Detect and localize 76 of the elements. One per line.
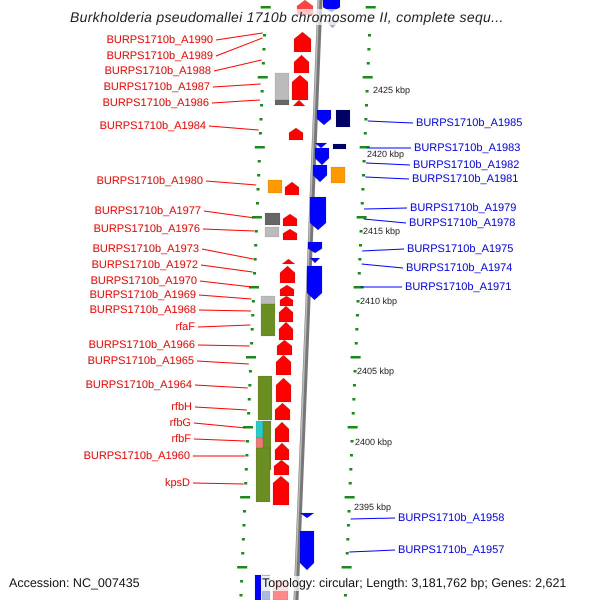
- leader-line: [360, 286, 402, 288]
- gene-label: BURPS1710b_A1971: [405, 280, 512, 294]
- leader-line: [194, 438, 246, 442]
- gene-label: BURPS1710b_A1987: [104, 80, 210, 94]
- leader-line: [364, 176, 410, 180]
- gene-label: BURPS1710b_A1978: [409, 216, 516, 230]
- leader-line: [366, 162, 410, 166]
- gene-label: BURPS1710b_A1964: [86, 378, 192, 392]
- leader-line: [202, 248, 254, 260]
- genome-summary-text: Topology: circular; Length: 3,181,762 bp; Genes: 2,621: [262, 576, 566, 591]
- gene-label: BURPS1710b_A1982: [413, 158, 520, 172]
- gene-label: BURPS1710b_A1988: [104, 64, 211, 78]
- scale-label: 2425 kbp: [373, 85, 410, 96]
- map-title: Burkholderia pseudomallei 1710b chromosome II, complete sequ...: [70, 9, 504, 25]
- gene-label: BURPS1710b_A1980: [96, 174, 203, 188]
- leader-line: [194, 422, 247, 428]
- gene-label: BURPS1710b_A1985: [416, 116, 522, 130]
- scale-label: 2410 kbp: [360, 296, 398, 307]
- leader-line: [367, 120, 414, 124]
- gene-label: BURPS1710b_A1957: [398, 543, 504, 557]
- leader-line: [216, 38, 263, 56]
- leader-line: [362, 248, 404, 252]
- gene-label: BURPS1710b_A1986: [102, 96, 209, 110]
- leader-line: [361, 264, 404, 268]
- gene-label: BURPS1710b_A1976: [94, 222, 200, 236]
- leader-line: [194, 406, 248, 410]
- leader-line: [206, 180, 257, 186]
- leader-line: [348, 550, 396, 552]
- leader-line: [350, 518, 396, 520]
- leader-line: [198, 324, 251, 328]
- gene-label: rfbG: [170, 416, 191, 430]
- gene-label: BURPS1710b_A1989: [106, 49, 213, 63]
- gene-label: BURPS1710b_A1970: [90, 274, 197, 288]
- scale-label: 2400 kbp: [355, 437, 392, 448]
- leader-line: [363, 218, 406, 224]
- accession-text: Accession: NC_007435: [9, 576, 140, 591]
- leader-line: [198, 344, 250, 346]
- scale-label: 2405 kbp: [357, 366, 394, 377]
- gene-label: kpsD: [164, 476, 190, 490]
- gene-label: BURPS1710b_A1981: [412, 172, 518, 186]
- gene-label: BURPS1710b_A1968: [90, 303, 196, 317]
- gene-label: BURPS1710b_A1977: [94, 204, 201, 218]
- leader-line: [200, 280, 252, 288]
- gene-label: BURPS1710b_A1965: [88, 354, 194, 368]
- scale-label: 2415 kbp: [363, 226, 400, 237]
- leader-line: [212, 100, 260, 104]
- gene-label: BURPS1710b_A1966: [88, 338, 195, 352]
- gene-label: BURPS1710b_A1983: [414, 141, 520, 155]
- gene-label: rfaF: [175, 320, 195, 334]
- gene-label: BURPS1710b_A1972: [92, 258, 198, 272]
- gene-label: rfbH: [171, 400, 192, 414]
- leader-line: [208, 126, 260, 130]
- leader-line: [204, 210, 256, 218]
- leader-line: [212, 84, 261, 88]
- scale-label: 2395 kbp: [354, 502, 392, 513]
- gene-label: BURPS1710b_A1984: [100, 119, 206, 133]
- gene-label: BURPS1710b_A1975: [407, 242, 514, 256]
- gene-label: BURPS1710b_A1973: [92, 242, 199, 256]
- leader-line: [364, 208, 408, 210]
- leader-line: [214, 60, 262, 72]
- gene-label: BURPS1710b_A1979: [410, 201, 516, 215]
- leader-line: [200, 264, 254, 272]
- gene-label: BURPS1710b_A1958: [398, 511, 504, 525]
- leader-line: [202, 228, 255, 232]
- leader-line: [198, 294, 252, 300]
- leader-line: [216, 32, 264, 40]
- leader-line: [192, 482, 244, 484]
- gene-label: rfbF: [171, 432, 191, 446]
- leader-line: [196, 360, 250, 364]
- gene-label: BURPS1710b_A1960: [84, 449, 190, 463]
- scale-label: 2420 kbp: [367, 149, 404, 160]
- leader-line: [198, 310, 252, 312]
- gene-label: BURPS1710b_A1969: [90, 288, 196, 302]
- gene-label: BURPS1710b_A1990: [106, 33, 213, 47]
- gene-label: BURPS1710b_A1974: [406, 261, 512, 275]
- leader-line: [194, 384, 248, 388]
